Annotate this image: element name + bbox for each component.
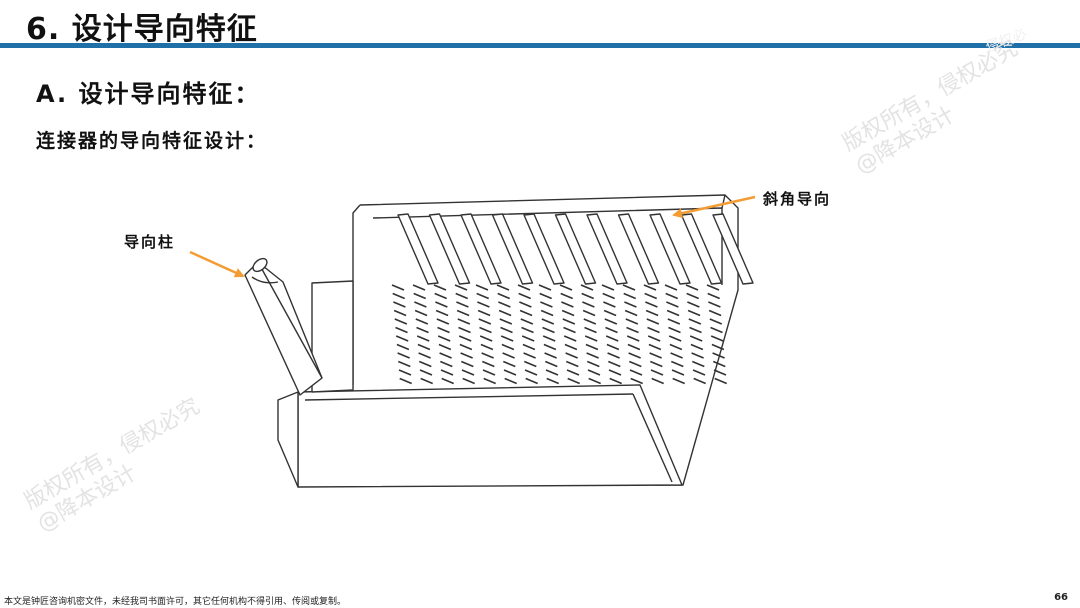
contact-column: [412, 284, 434, 385]
guide-fin: [523, 213, 565, 285]
contact-column: [517, 284, 539, 385]
contact-column: [433, 284, 455, 385]
guide-fin: [428, 213, 471, 285]
page-title: 6. 设计导向特征: [26, 12, 258, 47]
callout-bevel-guide: 斜角导向: [763, 190, 832, 208]
guide-fin: [554, 213, 597, 285]
contact-column: [580, 284, 602, 385]
contact-column: [496, 284, 518, 385]
page-number: 66: [1054, 592, 1068, 603]
contact-column: [706, 284, 728, 385]
guide-fin: [586, 213, 628, 285]
contact-column: [559, 284, 581, 385]
contact-column: [664, 284, 686, 385]
contact-column: [454, 284, 476, 385]
arrow-guide-post: [189, 250, 245, 278]
title-underline: [0, 43, 1080, 48]
arrow-bevel-guide: [672, 195, 756, 219]
guide-fin: [712, 213, 754, 285]
section-heading: A. 设计导向特征：: [36, 80, 261, 108]
guide-fin: [491, 213, 534, 285]
confidentiality-note: 本文是钟匠咨询机密文件，未经我司书面许可，其它任何机构不得引用、传阅或复制。: [4, 597, 347, 607]
subheading: 连接器的导向特征设计：: [36, 130, 268, 152]
contact-column: [643, 284, 665, 385]
contact-column: [601, 284, 623, 385]
callout-guide-post: 导向柱: [124, 233, 176, 251]
guide-fin: [680, 213, 723, 285]
guide-fin: [617, 213, 660, 285]
guide-fin: [397, 213, 439, 285]
contact-column: [685, 284, 707, 385]
contact-column: [391, 284, 413, 385]
contact-column: [475, 284, 497, 385]
guide-fin: [460, 213, 502, 285]
contact-column: [538, 284, 560, 385]
contact-column: [622, 284, 644, 385]
guide-fin: [649, 213, 691, 285]
